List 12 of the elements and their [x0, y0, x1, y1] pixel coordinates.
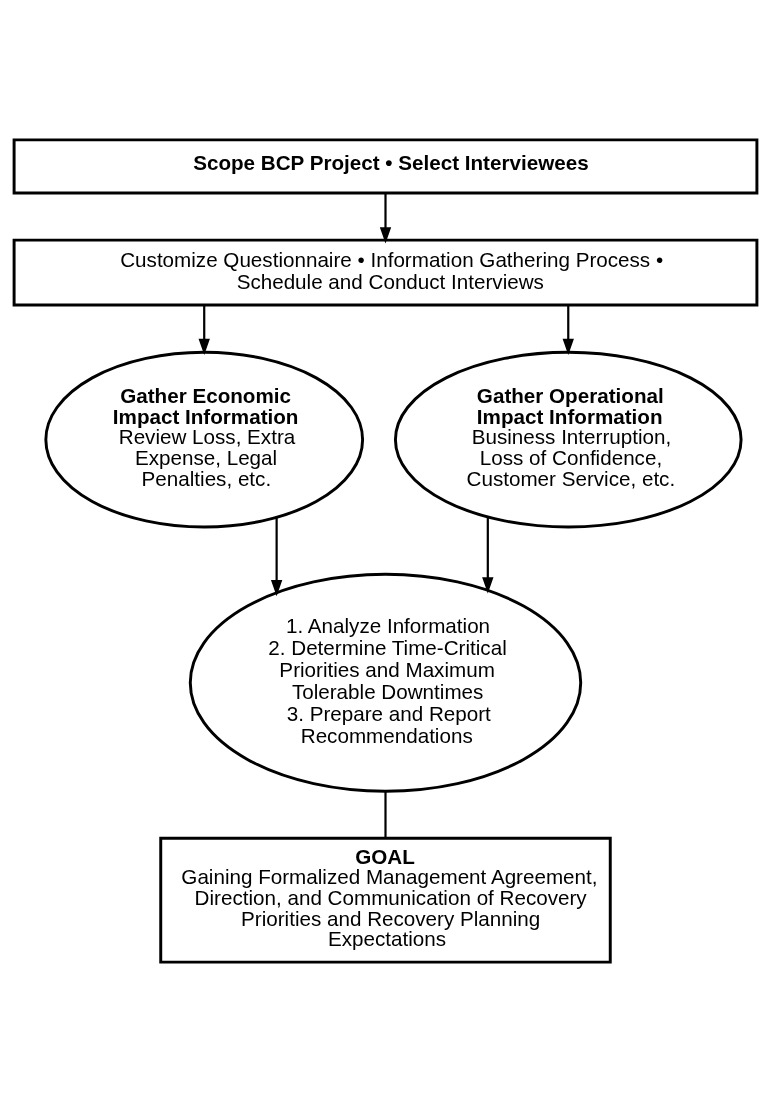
node-box: Customize Questionnaire • Information Gathering Process • Schedule and Conduct Interviews	[12, 238, 759, 307]
node-box: Scope BCP Project • Select Interviewees	[12, 138, 759, 195]
node-ellipse: Gather Economic Impact Information Review Loss, Extra Expense, Legal Penalties, etc.	[44, 350, 365, 529]
arrow	[379, 193, 392, 244]
node-box: GOAL Gaining Formalized Management Agreement, Direction, and Communication of Recovery Priorities and Recovery Planning Expectations	[159, 836, 612, 964]
arrow	[482, 517, 494, 594]
arrow	[562, 305, 574, 355]
arrow	[198, 305, 210, 355]
arrow	[270, 517, 283, 597]
connector	[384, 791, 387, 838]
node-ellipse: Gather Operational Impact Information Business Interruption, Loss of Confidence, Customer Service, etc.	[393, 350, 743, 529]
node-ellipse: 1. Analyze Information 2. Determine Time-Critical Priorities and Maximum Tolerable Downtimes 3. Prepare and Report Recommendations	[188, 572, 583, 793]
